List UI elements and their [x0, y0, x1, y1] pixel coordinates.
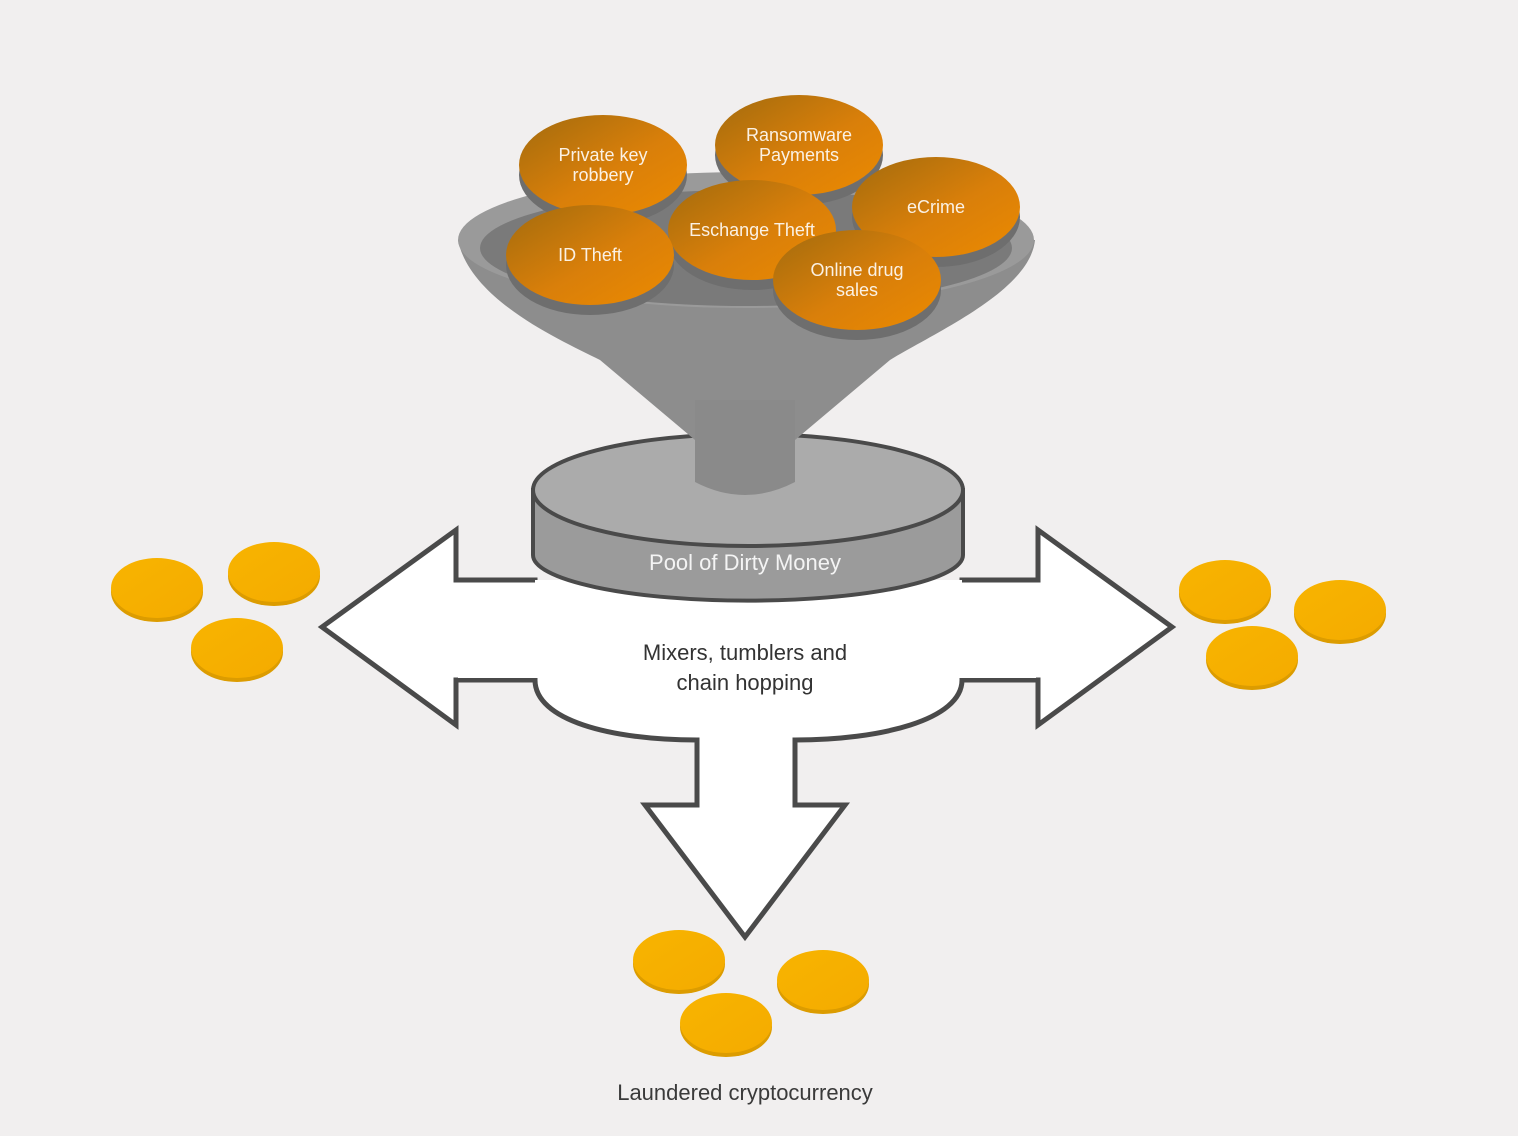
source-coin-id-theft: ID Theft	[506, 205, 674, 315]
coin-face	[191, 618, 283, 678]
source-label: Private key	[558, 145, 647, 165]
laundered-coin-left	[191, 618, 283, 682]
coin-face	[773, 230, 941, 330]
laundered-coin-right	[1179, 560, 1271, 624]
source-label: robbery	[572, 165, 633, 185]
laundered-coin-bottom	[633, 930, 725, 994]
source-label: Payments	[759, 145, 839, 165]
arrow-join	[454, 583, 1040, 677]
dirty-money-pool: Pool of Dirty Money	[531, 432, 965, 603]
coin-face	[633, 930, 725, 990]
laundered-cryptocurrency-label: Laundered cryptocurrency	[617, 1080, 873, 1105]
source-label: eCrime	[907, 197, 965, 217]
source-label: ID Theft	[558, 245, 622, 265]
coin-face	[519, 115, 687, 215]
coin-face	[1206, 626, 1298, 686]
coin-face	[111, 558, 203, 618]
coin-face	[1294, 580, 1386, 640]
laundered-coin-left	[228, 542, 320, 606]
source-label: sales	[836, 280, 878, 300]
laundered-coin-right	[1294, 580, 1386, 644]
coin-face	[680, 993, 772, 1053]
coin-face	[715, 95, 883, 195]
laundered-coin-bottom	[680, 993, 772, 1057]
pool-label: Pool of Dirty Money	[649, 550, 841, 575]
coin-face	[1179, 560, 1271, 620]
source-label: Ransomware	[746, 125, 852, 145]
laundered-coin-bottom	[777, 950, 869, 1014]
coin-face	[506, 205, 674, 305]
mixer-label-line-2: chain hopping	[676, 670, 813, 695]
mixer-arrow-outline-lower	[456, 677, 1038, 942]
source-label: Online drug	[810, 260, 903, 280]
laundered-coin-left	[111, 558, 203, 622]
coin-face	[228, 542, 320, 602]
mixer-label-line-1: Mixers, tumblers and	[643, 640, 847, 665]
coin-face	[777, 950, 869, 1010]
laundered-coins	[111, 542, 1386, 1057]
laundered-coin-right	[1206, 626, 1298, 690]
source-label: Eschange Theft	[689, 220, 815, 240]
coin-face	[852, 157, 1020, 257]
